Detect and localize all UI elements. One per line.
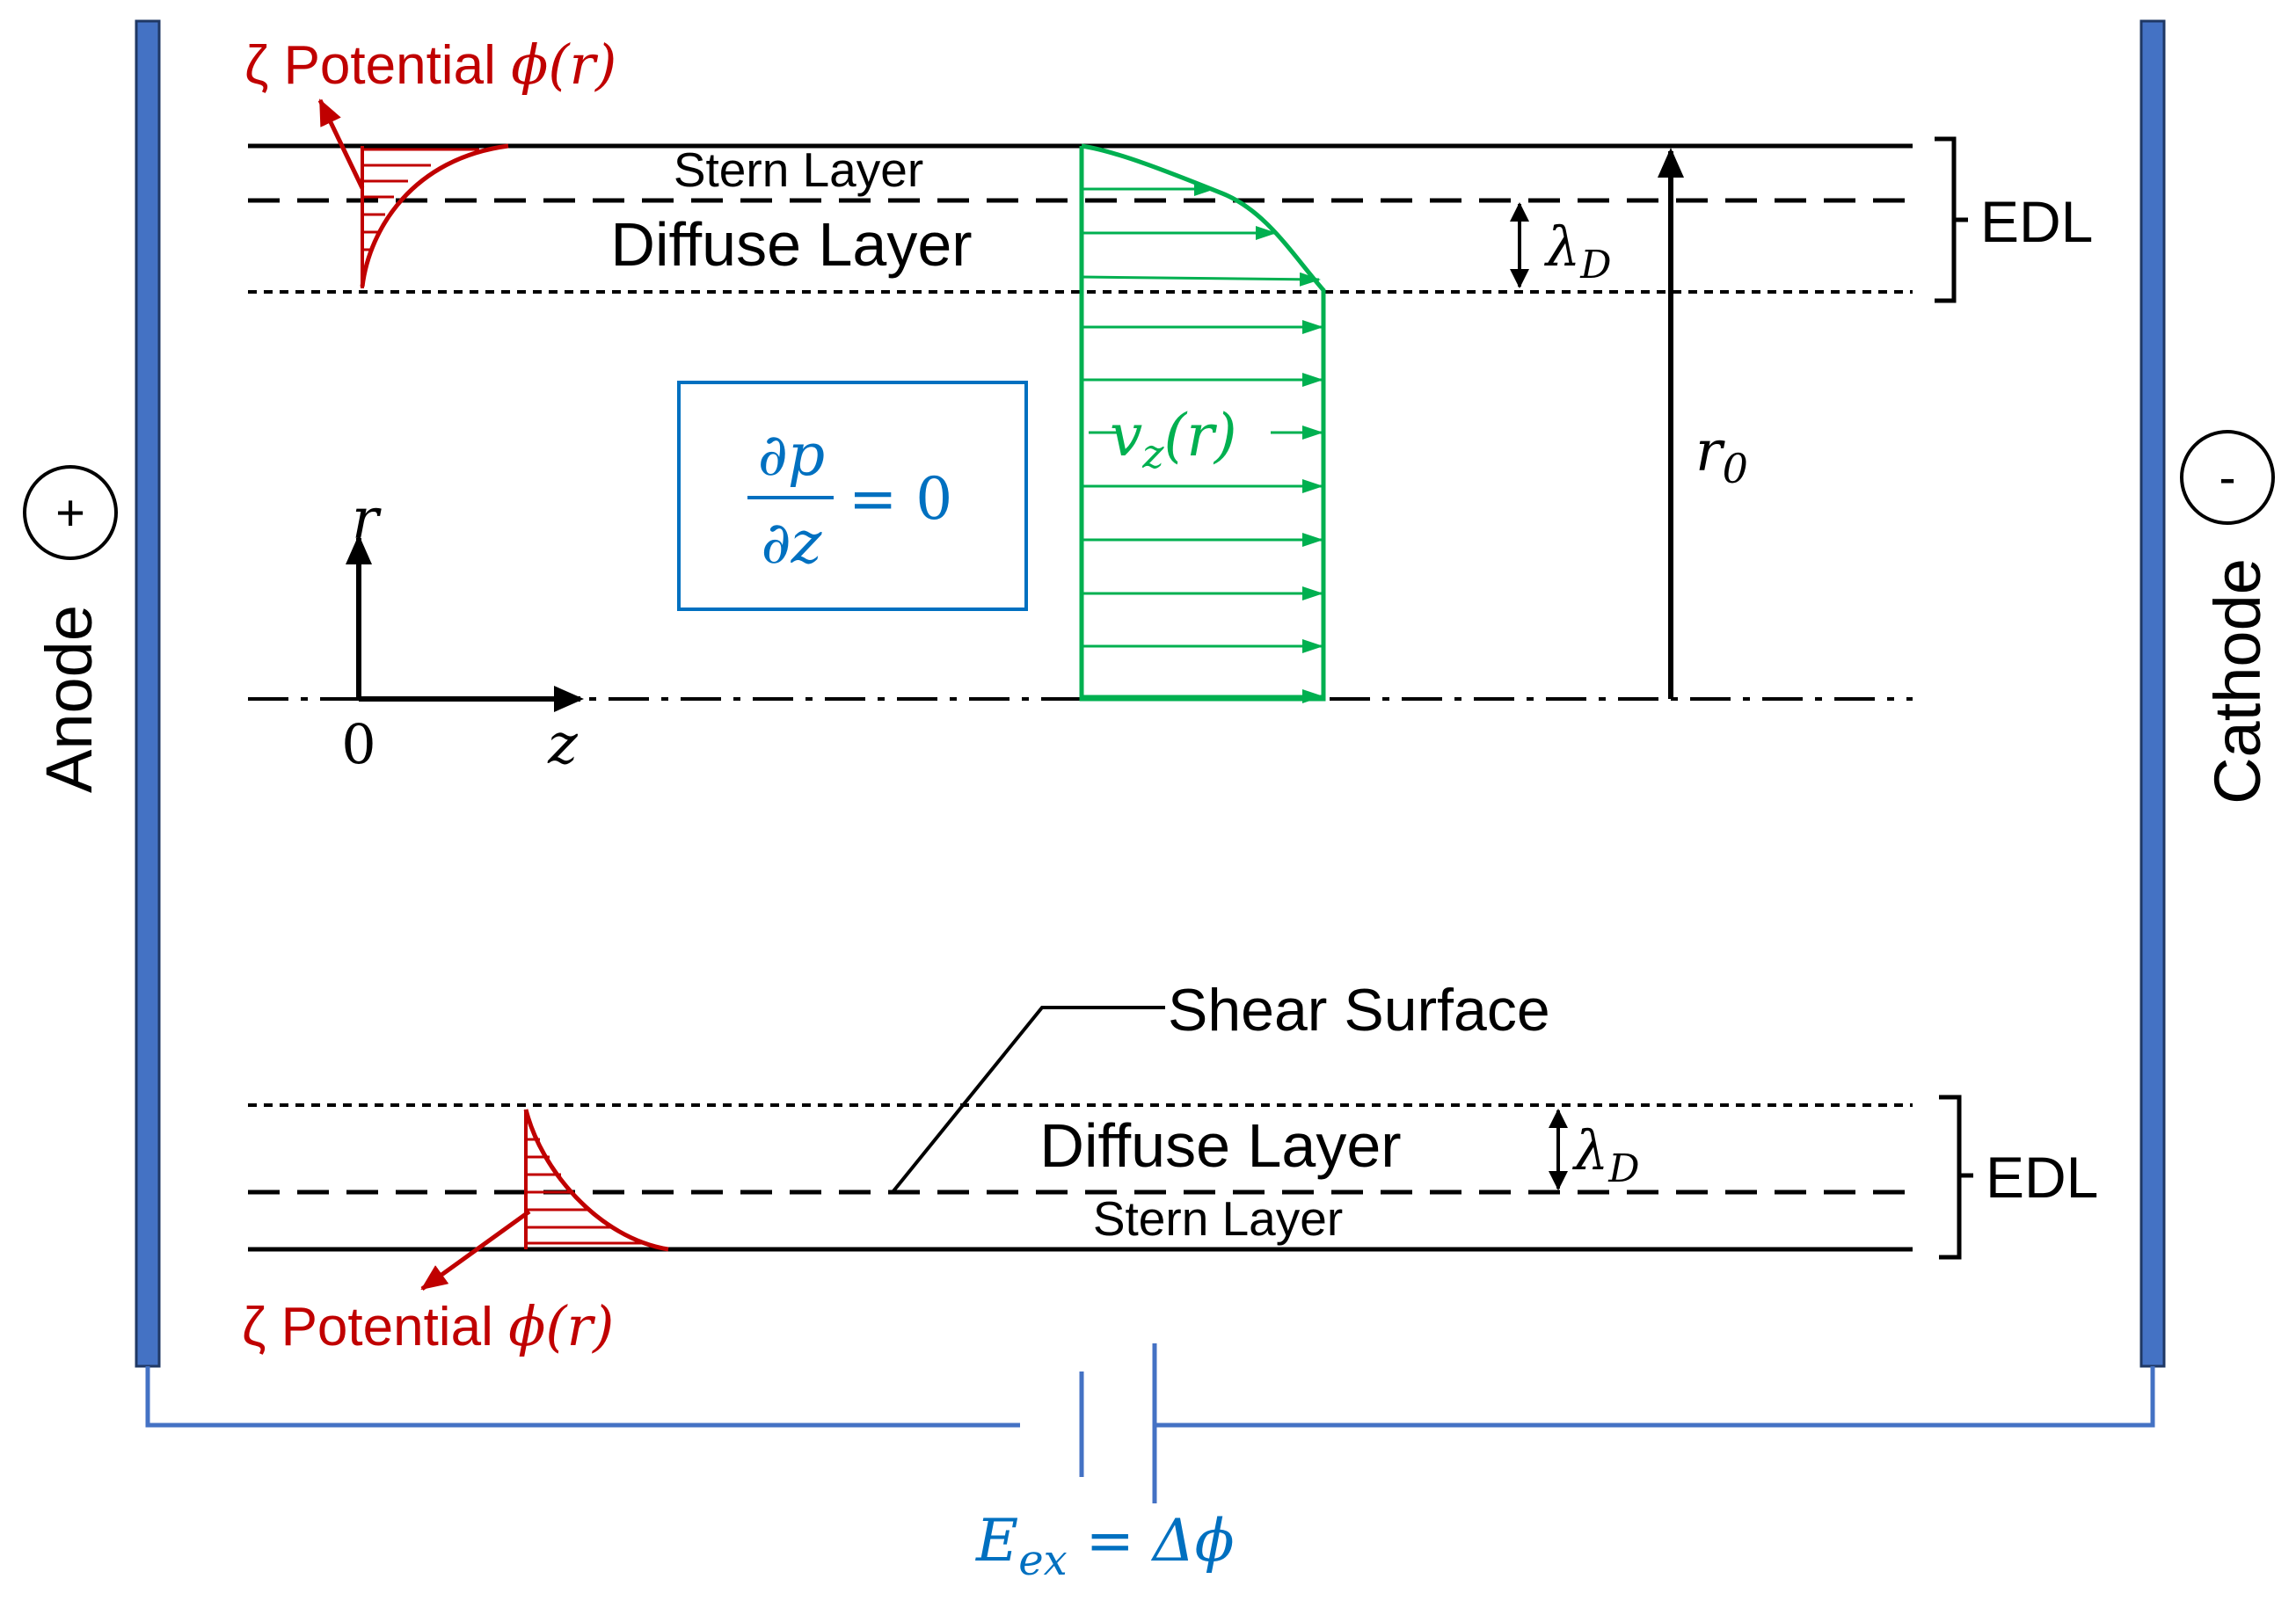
lambda-bottom-label: λD [1571, 1118, 1640, 1191]
anode-label: Anode [33, 605, 106, 793]
anode-sign: + [55, 484, 85, 542]
cathode-plate [2139, 19, 2166, 1368]
axis-r-label: r [352, 487, 382, 552]
stern-layer-top-label: Stern Layer [674, 142, 923, 197]
edl-top-bracket [1935, 136, 1968, 303]
velocity-profile [1079, 143, 1326, 703]
velocity-label: vz(r) [1110, 402, 1237, 477]
diffuse-layer-bottom-label: Diffuse Layer [1039, 1111, 1401, 1180]
stern-layer-bottom-label: Stern Layer [1093, 1191, 1343, 1246]
shear-surface-label: Shear Surface [1168, 977, 1550, 1044]
edl-bottom-bracket [1939, 1095, 1973, 1260]
cathode-label: Cathode [2201, 558, 2274, 804]
axis-z-label: z [547, 712, 579, 777]
zeta-profile-top [317, 98, 509, 288]
field-label: Eex = Δϕ [975, 1507, 1235, 1585]
cathode-sign: - [2219, 449, 2235, 506]
r0-label: r0 [1695, 419, 1748, 492]
edl-top-label: EDL [1980, 189, 2093, 254]
zeta-top-label: ζ Potential ϕ(r) [244, 33, 616, 97]
zeta-bottom-label: ζ Potential ϕ(r) [242, 1294, 614, 1358]
pressure-numerator: ∂p [758, 421, 825, 489]
diffuse-layer-top-label: Diffuse Layer [610, 210, 972, 279]
edl-bottom-label: EDL [1986, 1145, 2098, 1210]
zeta-profile-bottom [420, 1109, 669, 1291]
axis-origin-label: 0 [341, 712, 375, 776]
external-circuit [145, 1343, 2155, 1503]
lambda-top-label: λD [1543, 215, 1612, 287]
cathode-sign-circle [2180, 430, 2275, 525]
anode-sign-circle [23, 465, 118, 560]
pressure-rhs: = 0 [849, 465, 952, 533]
shear-surface-leader [891, 1006, 1165, 1194]
pressure-gradient-box [677, 381, 1028, 611]
pressure-denominator: ∂z [762, 509, 823, 577]
anode-plate [135, 19, 161, 1368]
